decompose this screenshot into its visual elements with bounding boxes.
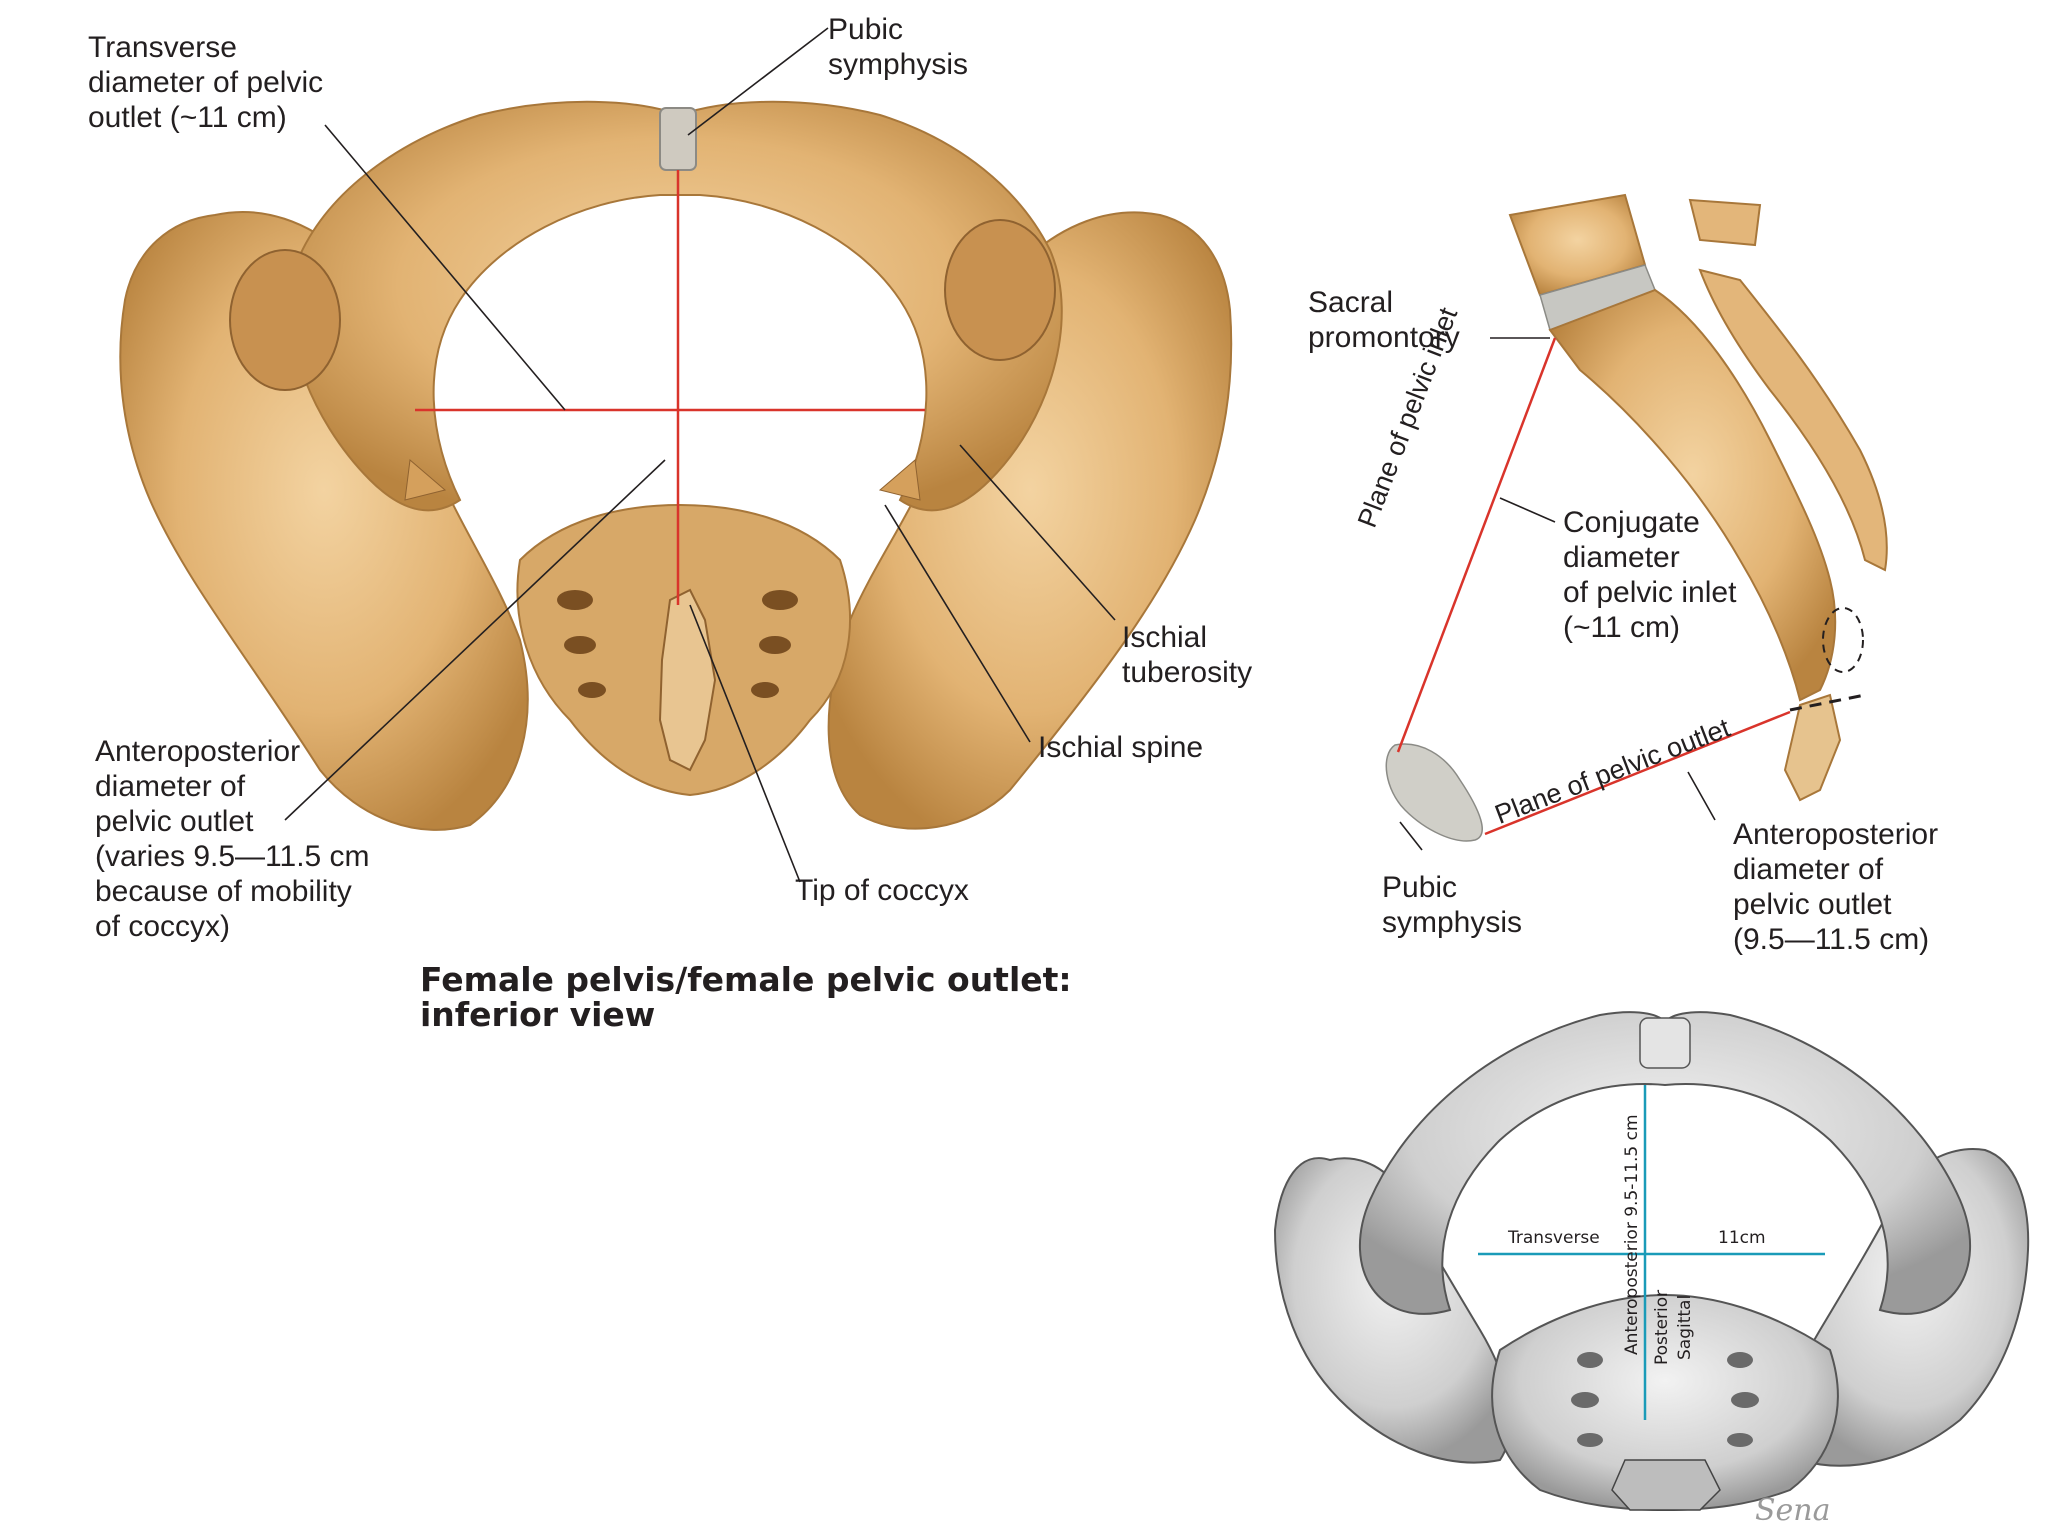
label-transverse-value: 11cm [1718,1228,1766,1248]
label-transverse-grey: Transverse [1508,1228,1600,1248]
coccyx-extension-dashed [1789,693,1866,712]
sacral-foramina [557,590,798,698]
right-acetabulum [944,219,1056,361]
label-sagittal-grey: Sagittal [1675,1294,1695,1360]
leader-lines-b [1399,337,1716,851]
signature: Sena [1755,1493,1831,1528]
right-ischial-spine [878,459,921,501]
spinous-processes [1688,198,1888,572]
pelvis-inferior-view [119,100,1233,831]
label-pubic-symphysis-a: Pubic symphysis [828,13,969,81]
pelvis-grey-view [1273,1011,2030,1512]
outlet-diameter-lines [415,170,925,605]
leader-lines-a [284,27,1116,883]
pelvis-sagittal-view [1385,193,1888,842]
label-sacral-promontory: Sacral promontory [1308,286,1460,354]
label-ischial-tuberosity: Ischial tuberosity [1122,621,1253,689]
figure-a-caption: Female pelvis/female pelvic outlet: infe… [420,960,1072,1034]
grey-sacrum [1491,1293,1839,1512]
label-anteroposterior-grey: Anteroposterior 9.5-11.5 cm [1622,1114,1642,1355]
label-ap-outlet-b: Anteroposterior diameter of pelvic outle… [1733,818,1939,956]
label-transverse-outlet: Transverse diameter of pelvic outlet (~1… [88,31,324,134]
grey-coccyx [1611,1459,1721,1511]
pubic-symphysis-cartilage [659,107,697,171]
label-tip-of-coccyx: Tip of coccyx [795,874,969,907]
label-ischial-spine: Ischial spine [1038,731,1204,764]
outlet-plane-line [1484,710,1791,836]
coccyx-mobility-circle [1822,607,1864,673]
pubic-symphysis-sagittal [1385,743,1483,842]
left-acetabulum [229,249,341,391]
label-posterior-grey: Posterior [1652,1289,1672,1365]
left-ischial-spine [404,459,447,501]
grey-sacral-foramina [1571,1352,1759,1447]
grey-diameter-lines [1478,1085,1825,1420]
coccyx-sagittal [1783,693,1842,802]
grey-pelvic-ring [1359,1011,1971,1315]
label-pubic-symphysis-b: Pubic symphysis [1382,871,1523,939]
sagittal-red-lines [1396,337,1791,836]
sacrum-sagittal [1548,288,1837,702]
grey-pubic-symphysis [1639,1017,1691,1069]
label-conjugate-diameter: Conjugate diameter of pelvic inlet (~11 … [1563,506,1737,644]
label-ap-outlet-a: Anteroposterior diameter of pelvic outle… [95,735,370,943]
conjugate-line [1396,337,1557,753]
